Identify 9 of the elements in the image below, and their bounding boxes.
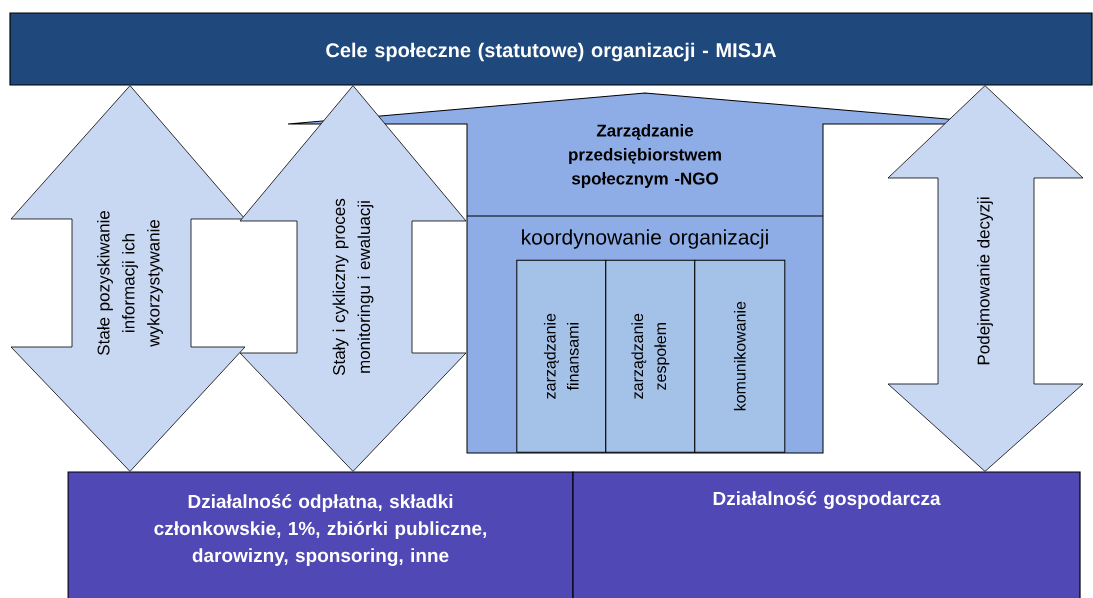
edge-label: Stałe pozyskiwanie informacji ich wykorzystywanie xyxy=(96,202,164,364)
task-box: zarządzanie zespołem xyxy=(605,259,696,453)
title-banner: Cele społeczne (statutowe) organizacji - MISJA xyxy=(9,12,1093,86)
edge-label: Podejmowanie decyzji xyxy=(976,130,994,432)
edge-label: Stały i cykliczny proces monitoringu i ewaluacji xyxy=(331,193,375,381)
task-box: zarządzanie finansami xyxy=(516,259,607,453)
activity-box: Działalność odpłatna, składki członkowskie, 1%, zbiórki publiczne, darowizny, sponsoring, inne xyxy=(67,471,574,598)
task-box: komunikowanie xyxy=(694,259,786,453)
activity-box: Działalność gospodarcza xyxy=(572,471,1081,598)
